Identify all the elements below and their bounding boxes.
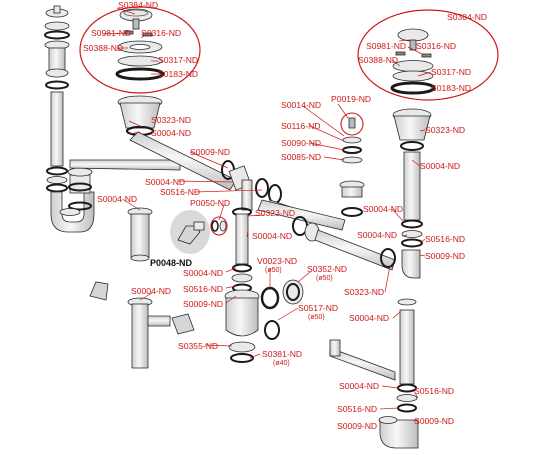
label-s0004-bottom: S0004-ND bbox=[339, 381, 380, 391]
label-p0019: P0019-ND bbox=[331, 94, 372, 104]
label-s0381: S0381-ND bbox=[262, 349, 303, 359]
label-s0004-mid2: S0004-ND bbox=[145, 177, 186, 187]
label-s0004-right2: S0004-ND bbox=[363, 204, 404, 214]
label-s0004-trap-top: S0004-ND bbox=[183, 268, 224, 278]
label-s0009-mid: S0009-ND bbox=[190, 147, 231, 157]
label-s0388-left: S0388-ND bbox=[83, 43, 124, 53]
bottom-right-trap bbox=[329, 298, 419, 449]
label-s0004-right1: S0004-ND bbox=[420, 161, 461, 171]
label-s0014: S0014-ND bbox=[281, 100, 322, 110]
label-s0116: S0116-ND bbox=[281, 121, 321, 131]
label-s0316-right: S0316-ND bbox=[416, 41, 457, 51]
label-s0516-right1: S0516-ND bbox=[425, 234, 466, 244]
lower-left-assembly bbox=[89, 281, 195, 369]
leader-lines bbox=[102, 7, 432, 426]
label-s0317-right: S0317-ND bbox=[431, 67, 472, 77]
label-s0516-bottom-right: S0516-ND bbox=[414, 386, 455, 396]
label-s0009-trap: S0009-ND bbox=[183, 299, 224, 309]
label-s0004-center: S0004-ND bbox=[252, 231, 293, 241]
label-s0183-left: S0183-ND bbox=[158, 69, 199, 79]
label-s0323-mid: S0323-ND bbox=[151, 115, 192, 125]
label-s0516-bottom-left: S0516-ND bbox=[337, 404, 378, 414]
mid-strainer bbox=[117, 95, 237, 191]
center-overflow-parts bbox=[339, 117, 365, 217]
right-assembly bbox=[392, 108, 432, 279]
highlight-circle-left-strainer bbox=[79, 6, 201, 94]
left-circle-parts bbox=[115, 8, 165, 81]
p0048-hose-connector bbox=[177, 221, 205, 245]
label-s0516-mid: S0516-ND bbox=[160, 187, 201, 197]
label-s0004-mid1: S0004-ND bbox=[151, 128, 192, 138]
label-s0085: S0085-ND bbox=[281, 152, 322, 162]
label-s0384-left: S0384-ND bbox=[118, 0, 159, 10]
left-strainer-stack bbox=[44, 5, 70, 193]
label-s0517-diameter: (ø50) bbox=[308, 314, 325, 321]
label-s0355: S0355-ND bbox=[178, 341, 219, 351]
label-s0316-left: S0316-ND bbox=[141, 28, 182, 38]
left-trap bbox=[50, 167, 95, 233]
p0050-parts bbox=[211, 220, 227, 232]
label-s0317-left: S0317-ND bbox=[158, 55, 199, 65]
label-s0004-lower-left: S0004-ND bbox=[131, 286, 172, 296]
overflow-arm-left bbox=[69, 159, 181, 171]
label-s0009-right1: S0009-ND bbox=[425, 251, 466, 261]
label-s0323-lowright: S0323-ND bbox=[344, 287, 385, 297]
label-s0004-right3: S0004-ND bbox=[357, 230, 398, 240]
label-v0023-diameter: (ø50) bbox=[265, 267, 282, 274]
label-s0323-center: S0323-ND bbox=[255, 208, 296, 218]
label-s0352-diameter: (ø50) bbox=[316, 275, 333, 282]
label-s0517: S0517-ND bbox=[298, 303, 339, 313]
label-s0004-lowright: S0004-ND bbox=[349, 313, 390, 323]
label-s0516-trap: S0516-ND bbox=[183, 284, 224, 294]
highlight-circle-p0050 bbox=[210, 216, 228, 236]
label-s0381-diameter: (ø40) bbox=[273, 360, 290, 367]
highlight-circle-right-strainer bbox=[357, 9, 499, 101]
overflow-arm-center bbox=[257, 199, 346, 231]
label-p0048: P0048-ND bbox=[150, 258, 193, 268]
right-circle-parts bbox=[390, 28, 436, 95]
label-s0352: S0352-ND bbox=[307, 264, 348, 274]
label-s0981-right: S0981-ND bbox=[366, 41, 407, 51]
highlight-circle-p0019 bbox=[340, 112, 364, 136]
label-s0981-left: S0981-ND bbox=[91, 28, 132, 38]
nut-s0323 bbox=[380, 248, 396, 268]
label-s0388-right: S0388-ND bbox=[358, 55, 399, 65]
label-p0050: P0050-ND bbox=[190, 198, 231, 208]
label-s0009-bottom-right: S0009-ND bbox=[414, 416, 455, 426]
center-trap bbox=[224, 207, 260, 363]
left-vertical-pipe bbox=[127, 207, 153, 262]
label-s0323-right: S0323-ND bbox=[425, 125, 466, 135]
label-s0090: S0090-ND bbox=[281, 138, 322, 148]
center-right-nuts bbox=[260, 279, 304, 340]
label-v0023: V0023-ND bbox=[257, 256, 298, 266]
label-s0004-leftpipe: S0004-ND bbox=[97, 194, 138, 204]
label-s0009-bottom-left: S0009-ND bbox=[337, 421, 378, 431]
label-s0384-right: S0384-ND bbox=[447, 12, 488, 22]
label-s0183-right: S0183-ND bbox=[431, 83, 472, 93]
overflow-arm-right-lower bbox=[314, 229, 396, 271]
